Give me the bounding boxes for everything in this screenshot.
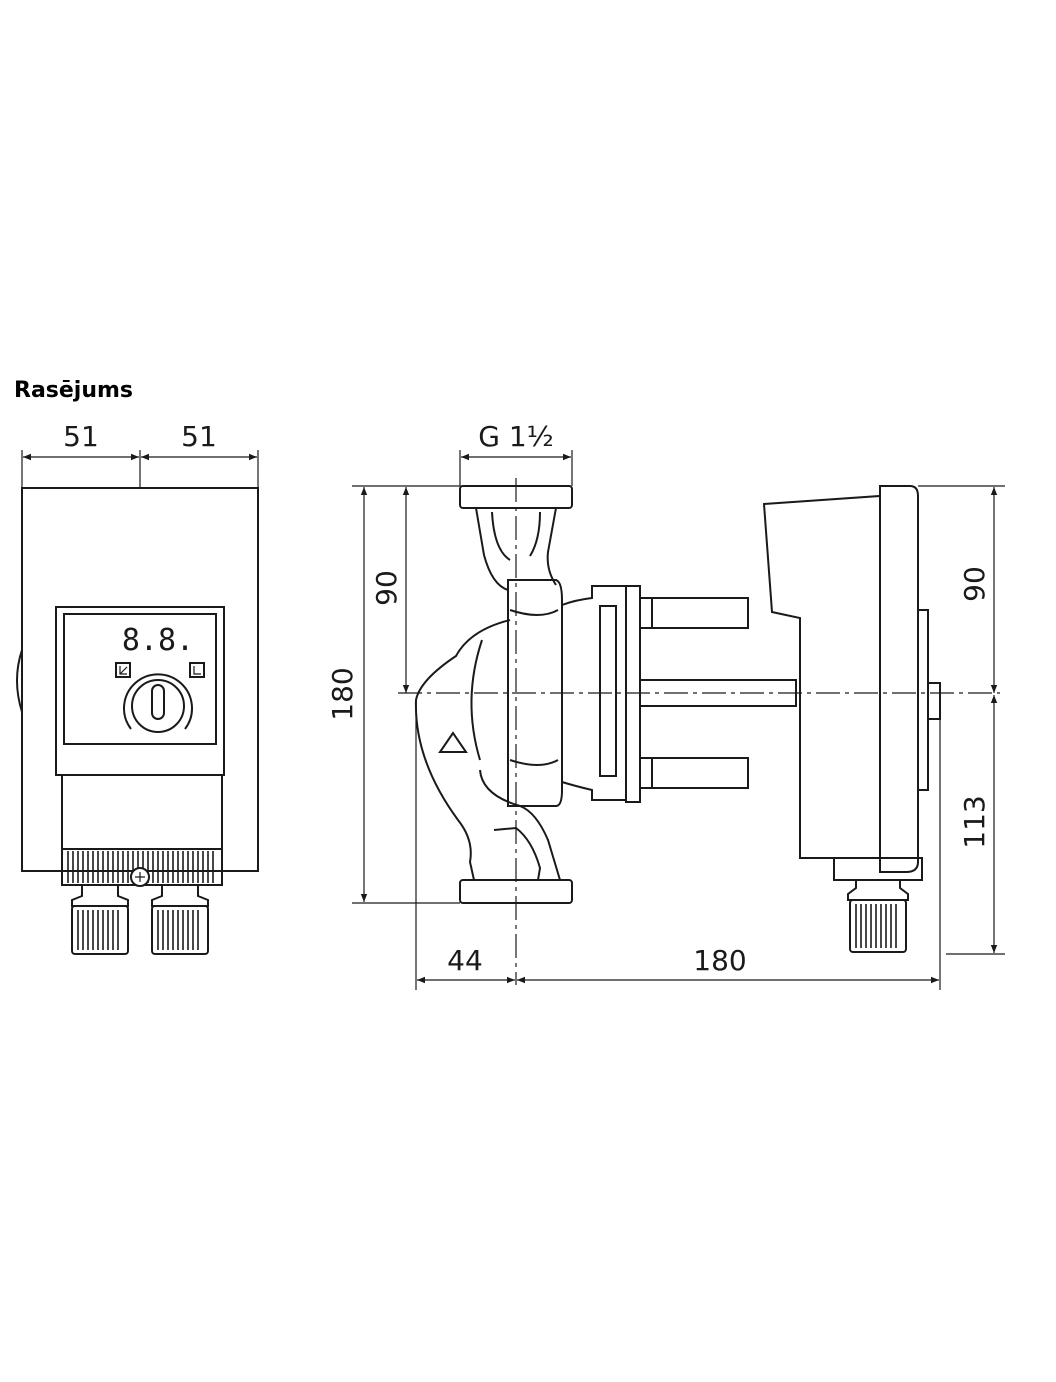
side-gland-neck <box>847 880 909 901</box>
cable-gland-left <box>71 885 129 955</box>
dim-length: 180 <box>693 944 746 977</box>
triangle-icon <box>438 731 468 753</box>
fin-top <box>639 597 749 629</box>
dim-front-left: 51 <box>63 420 99 453</box>
fin-bottom <box>639 757 749 789</box>
vent-screw <box>927 682 941 720</box>
flange-plate <box>625 585 641 803</box>
upper-neck-inner <box>491 511 541 561</box>
dim-front-right: 51 <box>181 420 217 453</box>
control-head <box>879 485 919 873</box>
housing-disk <box>507 579 563 807</box>
dim-thread: G 1½ <box>478 420 554 453</box>
terminal-ribs <box>67 851 214 883</box>
display-readout: 8.8. <box>122 623 194 658</box>
flange-window <box>599 605 617 777</box>
dim-upper-right: 90 <box>958 566 991 602</box>
dim-lower: 113 <box>958 795 991 848</box>
dim-inlet: 44 <box>447 944 483 977</box>
front-view: 51 51 8.8. <box>16 420 259 955</box>
control-knob-icon[interactable] <box>123 673 193 733</box>
volute-inner <box>470 639 483 761</box>
cable-gland-right <box>151 885 209 955</box>
side-gland <box>849 899 907 953</box>
control-panel <box>63 613 217 745</box>
side-terminal <box>833 857 923 881</box>
volute-outlet <box>493 826 542 881</box>
motor-body <box>762 494 881 859</box>
mode-left-icon[interactable] <box>115 662 131 678</box>
disk-top-curve <box>509 609 559 616</box>
fin-middle <box>639 679 797 707</box>
control-head-side <box>918 609 929 791</box>
terminal-box <box>61 774 223 850</box>
volute-outer <box>414 619 511 881</box>
disk-bottom-curve <box>509 759 559 766</box>
upper-neck <box>475 507 557 591</box>
screw-icon[interactable] <box>130 867 150 887</box>
housing-bulge <box>16 649 23 713</box>
dim-upper-left: 90 <box>370 570 403 606</box>
drawing-title: Rasējums <box>14 378 134 403</box>
dim-total-height: 180 <box>326 667 359 720</box>
volute-lower <box>479 769 561 881</box>
side-view: G 1½ 180 90 90 113 44 180 <box>326 420 1005 990</box>
mode-right-icon[interactable] <box>189 662 205 678</box>
